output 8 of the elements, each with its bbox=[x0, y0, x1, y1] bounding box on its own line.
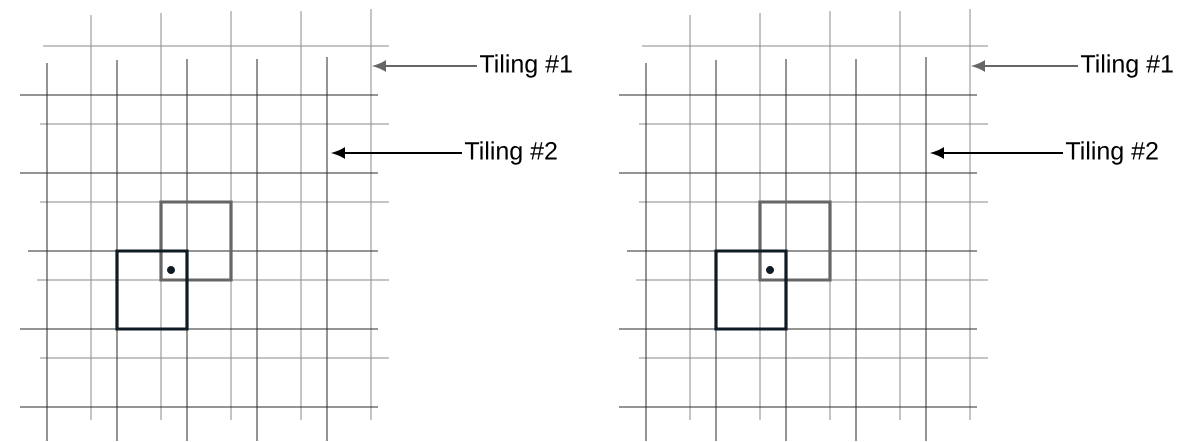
arrow bbox=[973, 60, 1079, 72]
label-text: Tiling #2 bbox=[1065, 141, 1158, 165]
label-text: Tiling #2 bbox=[464, 141, 557, 165]
label-text: Tiling #1 bbox=[1080, 54, 1173, 78]
arrow bbox=[374, 60, 478, 72]
arrow bbox=[932, 147, 1064, 159]
arrow bbox=[333, 147, 463, 159]
label-text: Tiling #1 bbox=[479, 54, 572, 78]
